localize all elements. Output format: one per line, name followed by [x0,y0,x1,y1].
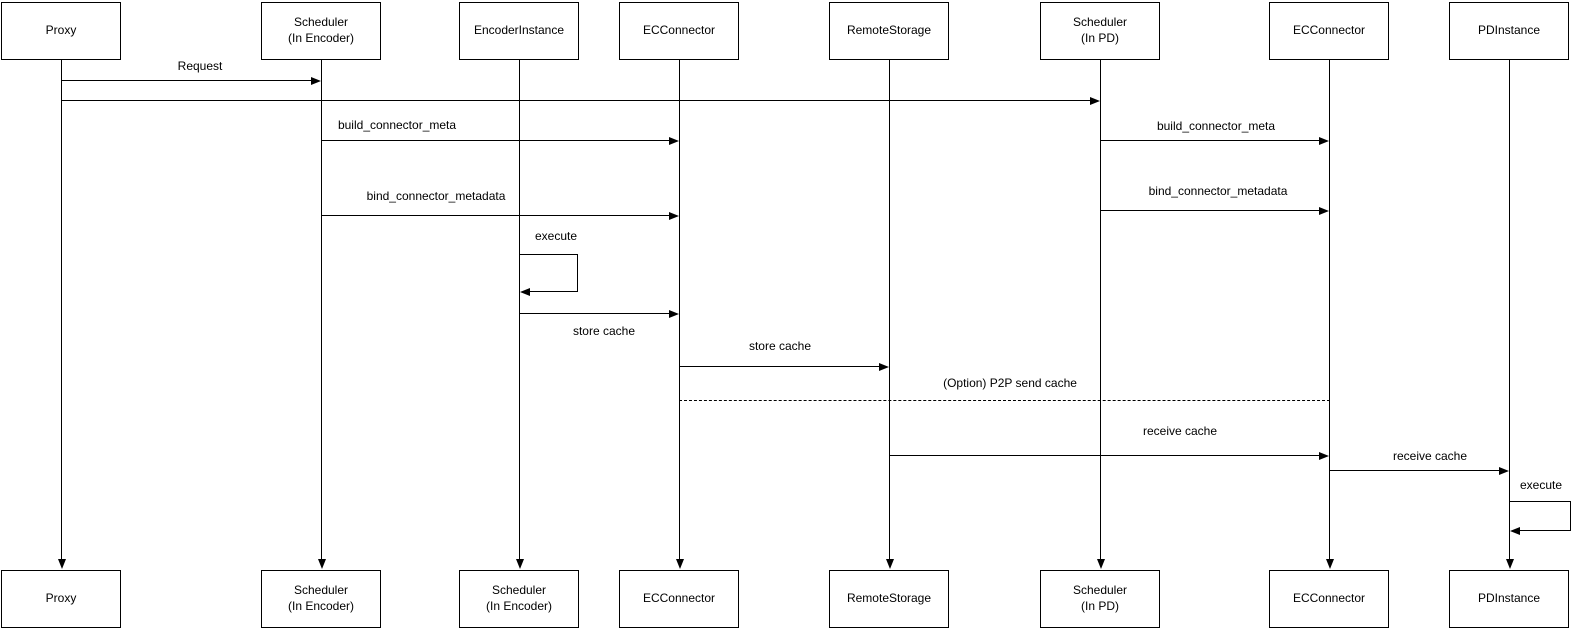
lifeline-scheduler-in-pd [1100,60,1101,559]
lifeline-proxy [61,60,62,559]
message-arrowhead-request [311,76,321,85]
participant-box-encoder-instance-top: EncoderInstance [459,2,579,60]
message-line-bind-connector-metadata-encoder [321,215,671,216]
participant-label: ECConnector [1292,591,1366,606]
participant-label: Proxy [45,591,77,606]
message-arrowhead-build-connector-meta-encoder [669,136,679,145]
lifeline-pd-instance [1509,60,1510,559]
participant-box-pd-instance-top: PDInstance [1449,2,1569,60]
message-arrowhead-receive-cache-from-remote [1319,451,1329,460]
message-arrowhead-encoder-store-cache [669,309,679,318]
message-label-execute-pd: execute [1518,478,1564,492]
message-line-encoder-store-cache [519,313,671,314]
message-line-receive-cache-from-remote [889,455,1321,456]
lifeline-remote-storage [889,60,890,559]
participant-label: Proxy [45,23,77,38]
message-arrowhead-execute-encoder [520,287,530,296]
lifeline-ec-connector-pd [1329,60,1330,559]
message-label-receive-cache-to-pd: receive cache [1391,449,1469,463]
message-line-proxy-to-pd-scheduler [61,100,1092,101]
participant-label: Scheduler (In Encoder) [287,15,355,45]
message-line-p2p-send-cache [679,400,1330,401]
message-arrowhead-execute-pd [1510,526,1520,535]
participant-label: Scheduler (In Encoder) [485,583,553,613]
participant-label: Scheduler (In Encoder) [287,583,355,613]
lifeline-end-arrowhead [57,559,66,569]
message-label-p2p-send-cache: (Option) P2P send cache [942,376,1078,390]
message-label-bind-connector-metadata-pd: bind_connector_metadata [1147,184,1289,198]
lifeline-end-arrowhead [515,559,524,569]
message-line-execute-pd [1570,501,1571,530]
participant-box-scheduler-in-encoder-bottom: Scheduler (In Encoder) [261,570,381,628]
message-arrowhead-receive-cache-to-pd [1499,466,1509,475]
message-line-execute-encoder [528,291,578,292]
participant-box-proxy-top: Proxy [1,2,121,60]
message-label-bind-connector-metadata-encoder: bind_connector_metadata [365,189,507,203]
participant-box-remote-storage-top: RemoteStorage [829,2,949,60]
message-line-execute-pd [1518,530,1571,531]
lifeline-ec-connector-encoder [679,60,680,559]
message-label-request: Request [176,59,224,73]
message-label-encoder-store-cache: store cache [571,324,637,338]
participant-label: ECConnector [1292,23,1366,38]
message-line-build-connector-meta-encoder [321,140,671,141]
lifeline-end-arrowhead [317,559,326,569]
message-label-build-connector-meta-encoder: build_connector_meta [336,118,458,132]
participant-box-ec-connector-encoder-top: ECConnector [619,2,739,60]
participant-box-encoder-instance-bottom: Scheduler (In Encoder) [459,570,579,628]
participant-label: Scheduler (In PD) [1072,15,1128,45]
lifeline-encoder-instance [519,60,520,559]
participant-box-scheduler-in-encoder-top: Scheduler (In Encoder) [261,2,381,60]
participant-label: Scheduler (In PD) [1072,583,1128,613]
message-line-execute-encoder [519,254,577,255]
participant-box-scheduler-in-pd-bottom: Scheduler (In PD) [1040,570,1160,628]
lifeline-end-arrowhead [675,559,684,569]
lifeline-end-arrowhead [885,559,894,569]
lifeline-end-arrowhead [1505,559,1514,569]
message-label-store-cache-to-remote: store cache [747,339,813,353]
message-line-store-cache-to-remote [679,366,881,367]
message-arrowhead-build-connector-meta-pd [1319,136,1329,145]
message-arrowhead-bind-connector-metadata-pd [1319,206,1329,215]
participant-box-pd-instance-bottom: PDInstance [1449,570,1569,628]
lifeline-end-arrowhead [1096,559,1105,569]
participant-label: PDInstance [1477,591,1541,606]
participant-label: ECConnector [642,23,716,38]
participant-label: PDInstance [1477,23,1541,38]
message-line-execute-encoder [577,254,578,291]
participant-box-ec-connector-encoder-bottom: ECConnector [619,570,739,628]
participant-label: ECConnector [642,591,716,606]
message-line-execute-pd [1509,501,1570,502]
message-line-build-connector-meta-pd [1100,140,1321,141]
participant-box-remote-storage-bottom: RemoteStorage [829,570,949,628]
lifeline-scheduler-in-encoder [321,60,322,559]
participant-box-ec-connector-pd-bottom: ECConnector [1269,570,1389,628]
message-label-build-connector-meta-pd: build_connector_meta [1155,119,1277,133]
participant-label: RemoteStorage [846,591,932,606]
participant-box-proxy-bottom: Proxy [1,570,121,628]
participant-label: EncoderInstance [473,23,565,38]
message-arrowhead-bind-connector-metadata-encoder [669,211,679,220]
message-label-execute-encoder: execute [533,229,579,243]
participant-label: RemoteStorage [846,23,932,38]
message-label-receive-cache-from-remote: receive cache [1141,424,1219,438]
message-line-bind-connector-metadata-pd [1100,210,1321,211]
lifeline-end-arrowhead [1325,559,1334,569]
participant-box-scheduler-in-pd-top: Scheduler (In PD) [1040,2,1160,60]
message-line-request [61,80,313,81]
message-arrowhead-proxy-to-pd-scheduler [1090,96,1100,105]
message-line-receive-cache-to-pd [1329,470,1501,471]
message-arrowhead-store-cache-to-remote [879,362,889,371]
participant-box-ec-connector-pd-top: ECConnector [1269,2,1389,60]
